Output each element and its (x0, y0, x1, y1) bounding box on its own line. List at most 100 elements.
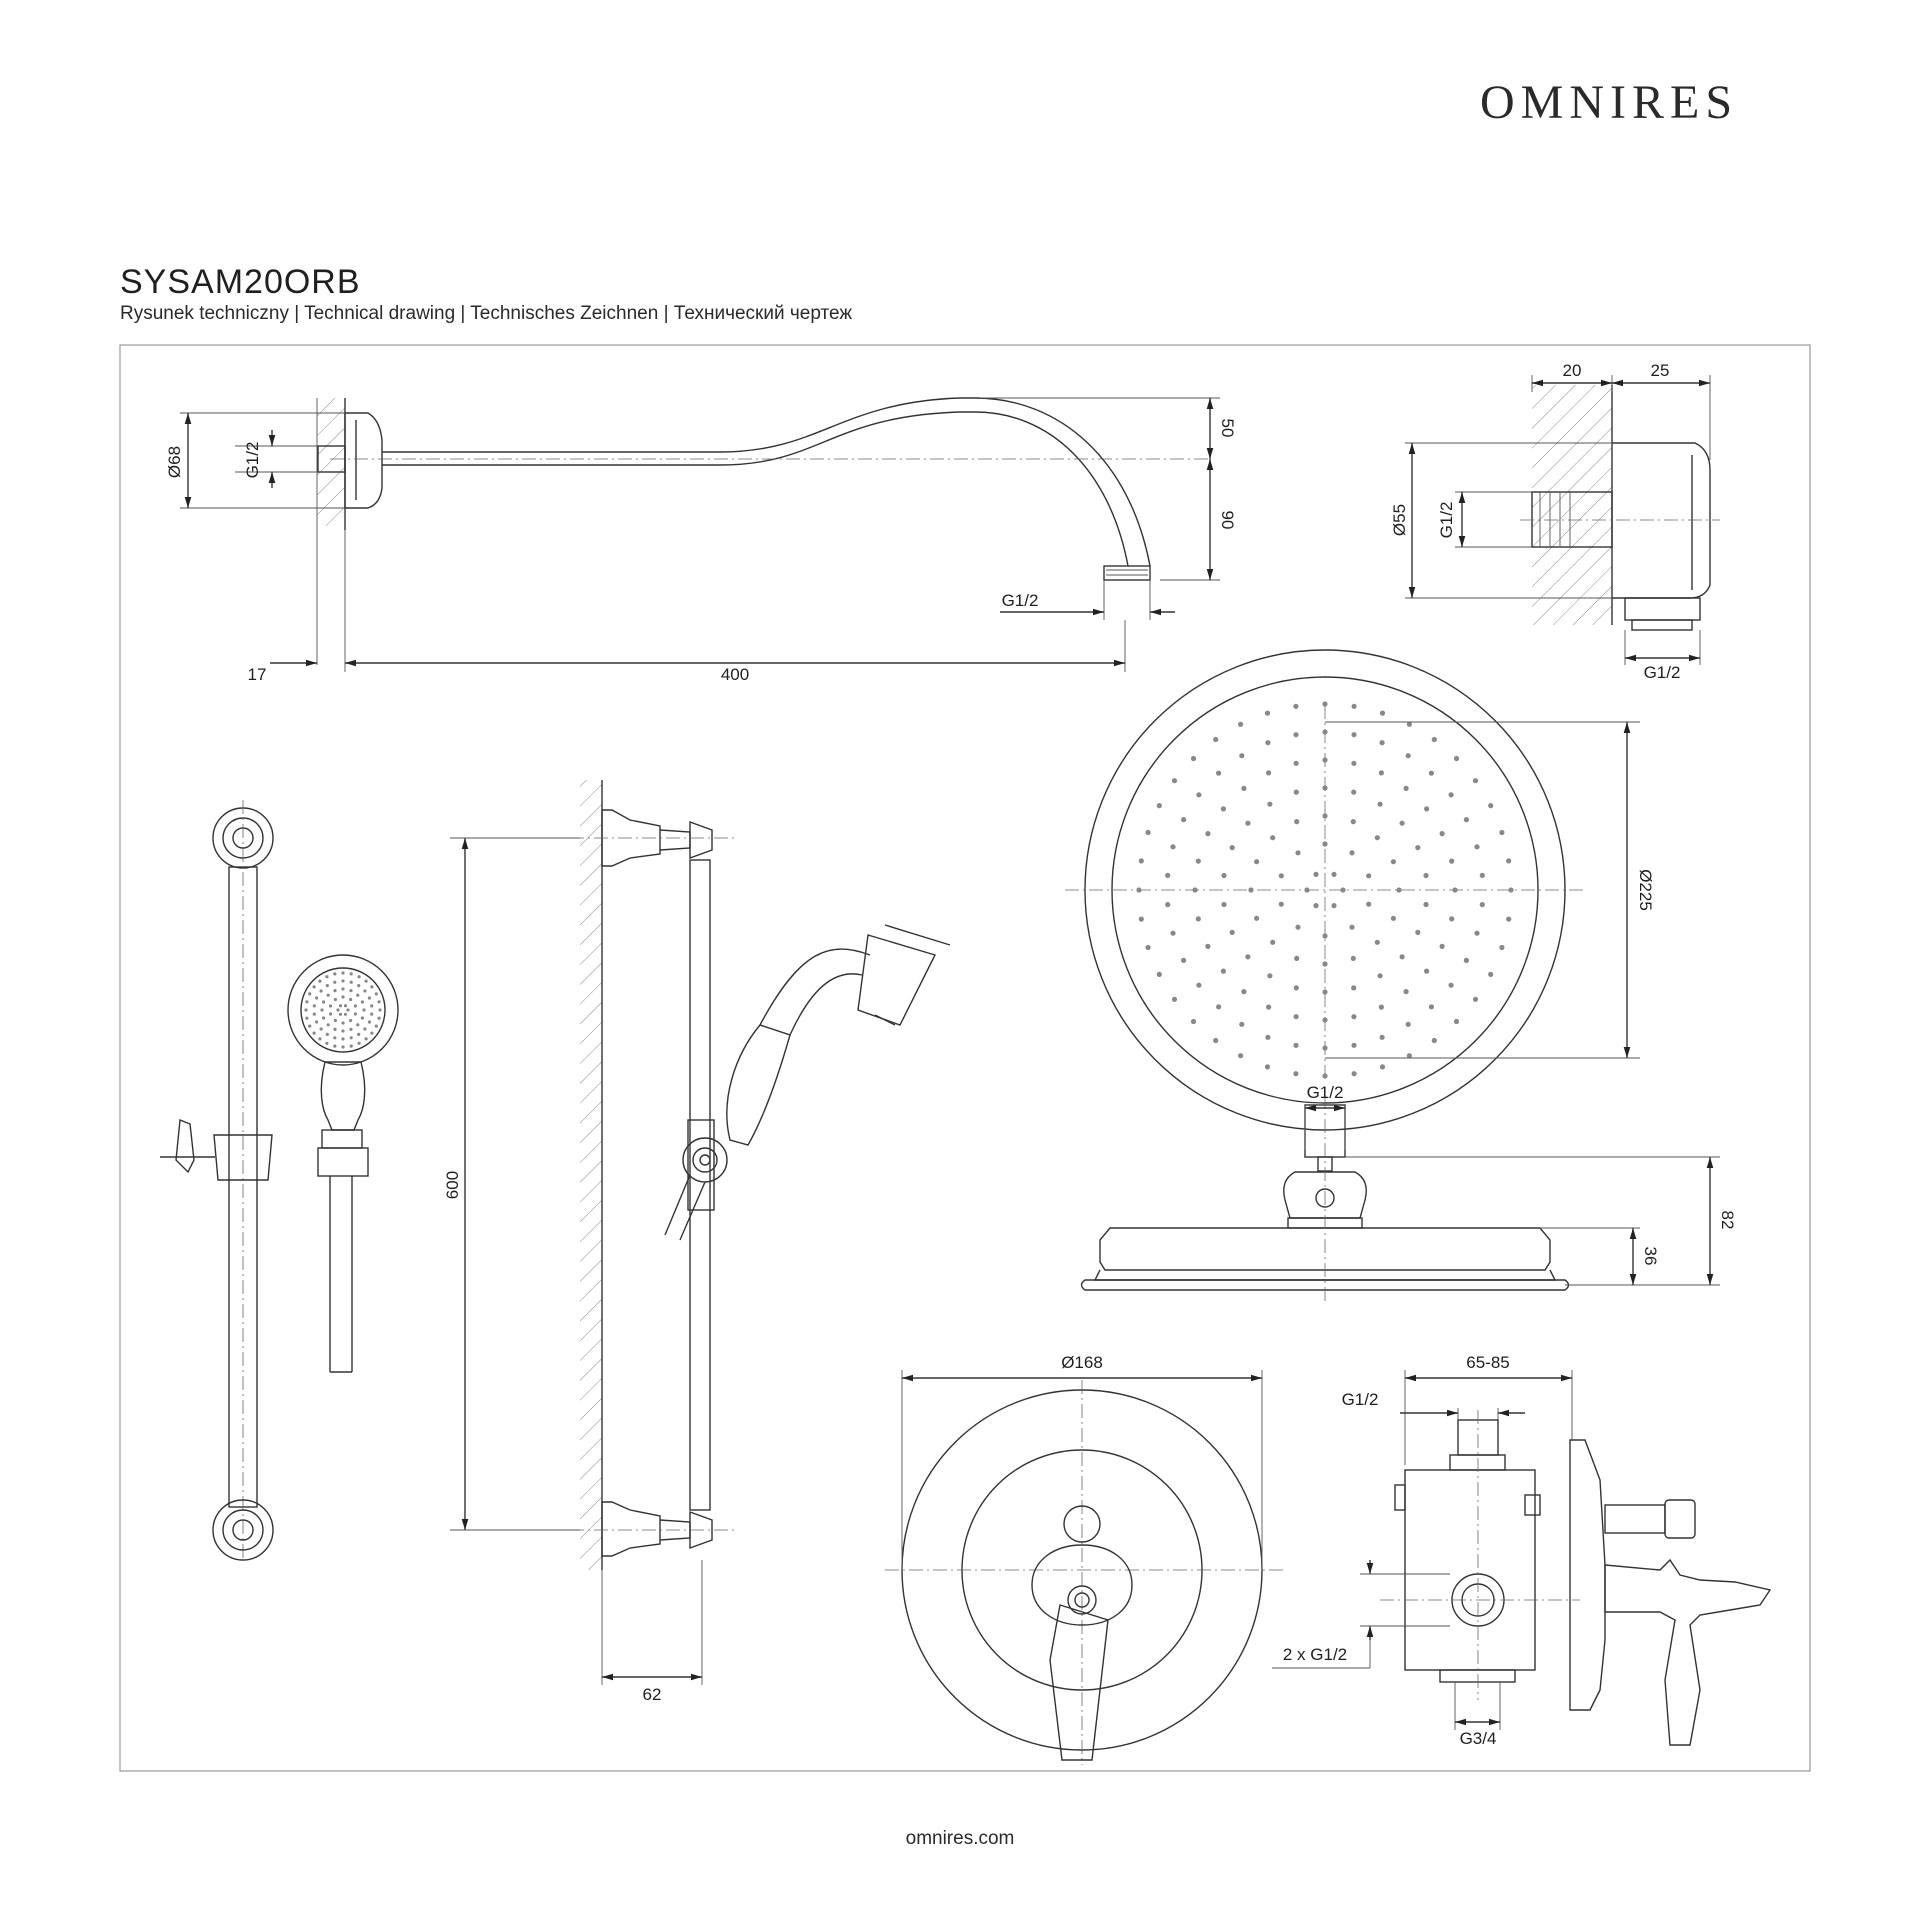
elbow-diameter-label: Ø55 (1390, 504, 1409, 536)
nozzle-dot (326, 993, 330, 997)
nozzle-dot (1403, 989, 1409, 995)
nozzle-dot (308, 1024, 312, 1028)
nozzle-dot (1506, 858, 1512, 864)
nozzle-dot (1449, 916, 1455, 922)
nozzle-dot (1423, 872, 1429, 879)
nozzle-dot (367, 1020, 371, 1024)
nozzle-dot (1156, 803, 1162, 809)
nozzle-dot (1322, 1073, 1328, 1079)
nozzle-dot (1374, 835, 1380, 841)
nozzle-dot (1229, 845, 1235, 851)
nozzle-dot (1241, 989, 1247, 995)
shower-head-side-view (1080, 1095, 1570, 1305)
nozzle-dot (1488, 971, 1494, 978)
nozzle-dot (336, 1008, 340, 1012)
nozzle-dot (1170, 844, 1176, 850)
nozzle-dot (1406, 1053, 1412, 1059)
nozzle-dot (312, 1031, 316, 1035)
nozzle-dot (1378, 770, 1384, 776)
nozzle-dot (1351, 985, 1357, 991)
nozzle-dot (362, 1008, 366, 1012)
valve-side-threads-label: 2 x G1/2 (1283, 1645, 1347, 1664)
nozzle-dot (1399, 954, 1405, 960)
nozzle-dot (1293, 1071, 1299, 1077)
nozzle-dot (1379, 740, 1385, 746)
valve-bottom-thread-label: G3/4 (1460, 1729, 1497, 1748)
nozzle-dot (333, 1018, 337, 1023)
nozzle-dot (1220, 968, 1226, 974)
nozzle-dot (1254, 859, 1260, 865)
nozzle-dot (1322, 1045, 1328, 1051)
head-height-body-label: 36 (1641, 1247, 1660, 1266)
arm-inlet-thread-label: G1/2 (243, 442, 262, 479)
nozzle-dot (1293, 985, 1299, 991)
nozzle-dot (1322, 813, 1328, 819)
wall-elbow-view (1520, 385, 1720, 631)
nozzle-dot (1366, 901, 1372, 907)
nozzle-dot (333, 1027, 337, 1031)
nozzle-dot (1220, 806, 1226, 812)
nozzle-dot (1293, 703, 1299, 709)
product-code: SYSAM20ORB (120, 263, 361, 301)
nozzle-dot (363, 989, 367, 993)
nozzle-dot (1331, 871, 1337, 878)
nozzle-dot (1267, 973, 1273, 979)
nozzle-dot (1431, 736, 1437, 743)
nozzle-dot (338, 1004, 343, 1008)
nozzle-dot (374, 992, 378, 996)
nozzle-dot (1294, 819, 1300, 825)
nozzle-dot (318, 979, 322, 983)
nozzle-dot (1266, 770, 1272, 776)
nozzle-dot (333, 1044, 337, 1048)
nozzle-dot (1265, 1034, 1271, 1040)
brand-logo: OMNIRES (1480, 76, 1739, 129)
drawing-frame (119, 344, 1811, 1772)
nozzle-dot (1266, 1004, 1272, 1010)
nozzle-dot (318, 1037, 322, 1041)
elbow-inlet-thread-label: G1/2 (1437, 502, 1456, 539)
nozzle-dot (1499, 944, 1505, 951)
nozzle-dot (1479, 872, 1485, 879)
nozzle-dot (1293, 1014, 1299, 1020)
nozzle-dot (1265, 740, 1271, 746)
slide-rail-front-view (160, 800, 399, 1561)
nozzle-dot (1181, 817, 1187, 823)
nozzle-dot (1351, 760, 1357, 766)
nozzle-dot (1221, 872, 1227, 879)
nozzle-dot (1295, 850, 1301, 856)
nozzle-dot (1415, 929, 1421, 936)
nozzle-dot (1428, 770, 1434, 776)
nozzle-dot (1181, 957, 1187, 964)
page-subtitle: Rysunek techniczny | Technical drawing |… (120, 303, 853, 324)
nozzle-dot (1196, 982, 1202, 988)
nozzle-dot (329, 1004, 333, 1008)
nozzle-dot (1322, 1017, 1328, 1023)
nozzle-dot (1350, 819, 1356, 825)
nozzle-dot (1267, 801, 1273, 807)
nozzle-dot (1138, 916, 1144, 922)
head-thread-label: G1/2 (1307, 1083, 1344, 1102)
nozzle-dot (1453, 755, 1460, 762)
nozzle-dot (341, 987, 345, 991)
nozzle-dot (322, 1000, 326, 1004)
nozzle-dot (1423, 901, 1429, 908)
nozzle-dot (1431, 1037, 1437, 1044)
nozzle-dot (1294, 955, 1300, 962)
nozzle-dot (1448, 982, 1454, 988)
nozzle-dot (1221, 901, 1227, 908)
nozzle-dot (325, 975, 329, 979)
nozzle-dot (1264, 1064, 1271, 1070)
nozzle-dot (1405, 1021, 1411, 1027)
nozzle-dot (1390, 915, 1396, 921)
valve-side-view (1380, 1410, 1772, 1746)
nozzle-dot (1377, 973, 1383, 979)
nozzle-dot (1205, 943, 1211, 950)
nozzle-dot (1403, 785, 1409, 792)
nozzle-dot (1424, 806, 1430, 812)
nozzle-dot (1216, 1004, 1222, 1010)
nozzle-dot (1165, 902, 1171, 908)
nozzle-dot (1295, 924, 1301, 930)
rail-depth-label: 62 (643, 1685, 662, 1704)
nozzle-dot (338, 1012, 343, 1016)
